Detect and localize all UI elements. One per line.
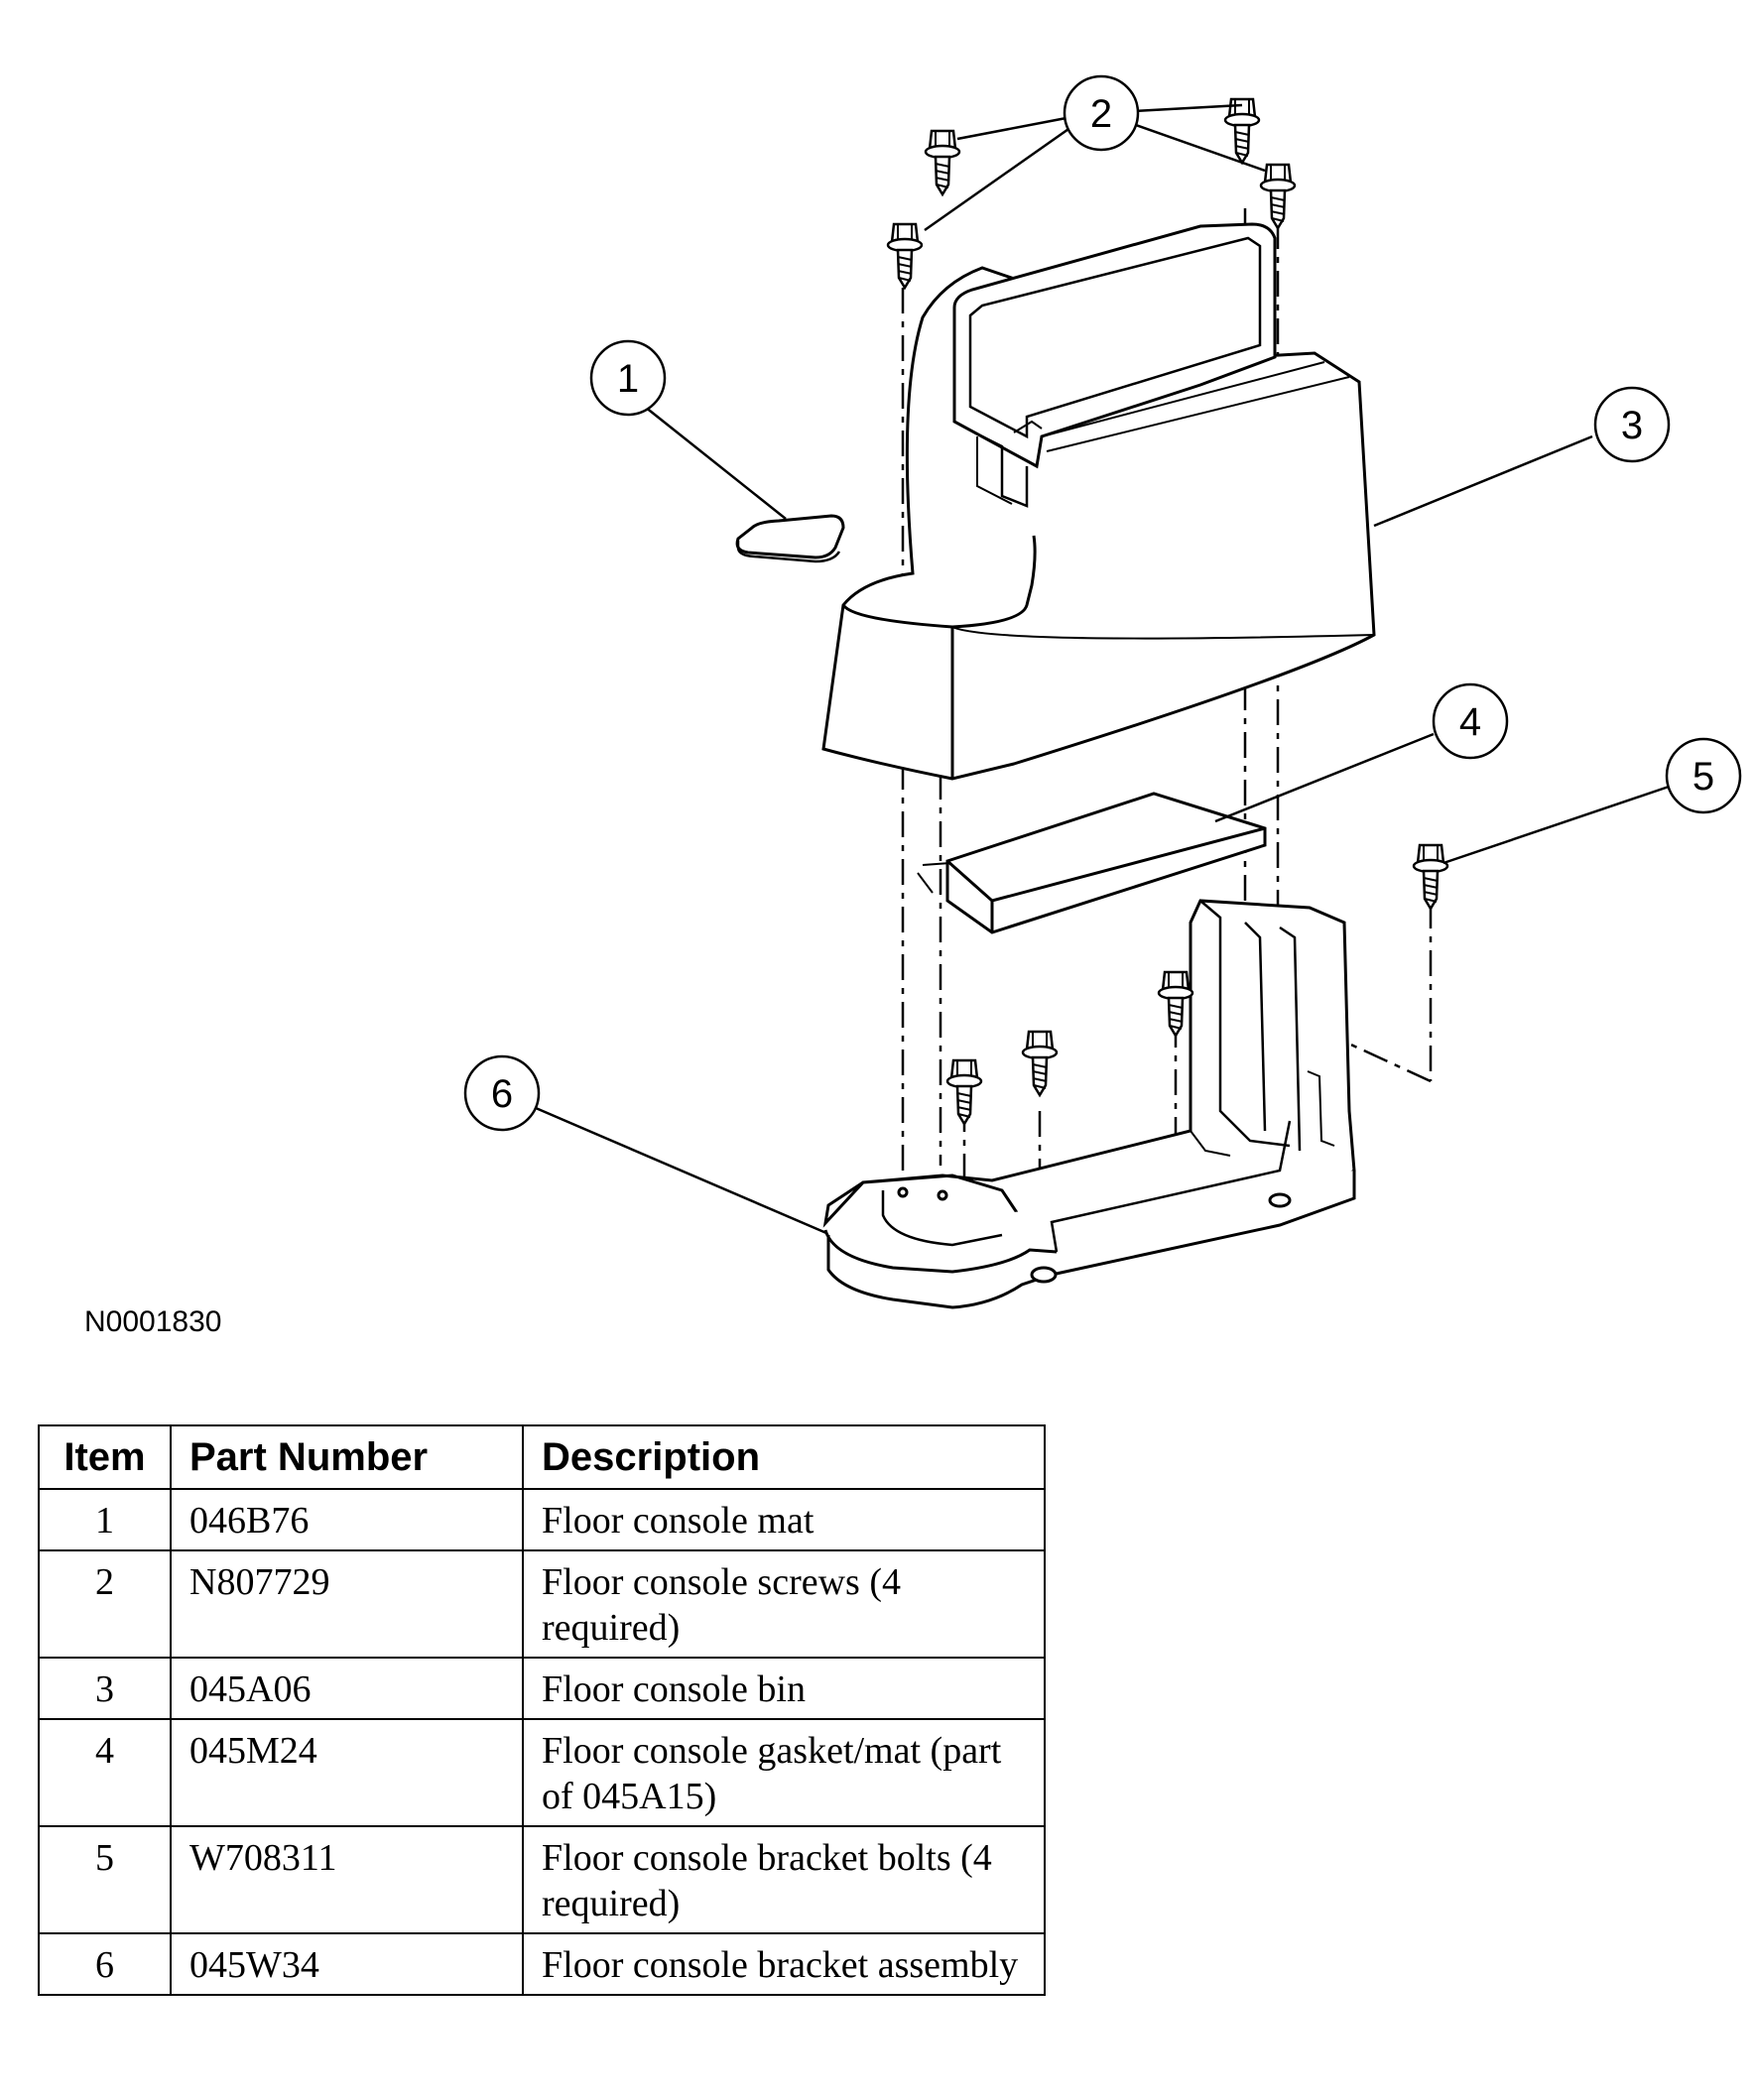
cell-description: Floor console mat: [522, 1488, 1046, 1551]
cell-description: Floor console gasket/mat (part of 045A15…: [522, 1718, 1046, 1827]
leader-lines: [535, 103, 1673, 1235]
cell-description: Floor console bracket assembly: [522, 1932, 1046, 1996]
table-header-row: Item Part Number Description: [38, 1424, 1046, 1490]
cell-part-number: N807729: [170, 1549, 524, 1659]
svg-text:5: 5: [1693, 755, 1714, 799]
console-gasket-part: [917, 792, 1267, 934]
bracket-assembly-part: [822, 899, 1356, 1309]
figure-id: N0001830: [84, 1305, 222, 1338]
callout-2: 2: [1063, 74, 1140, 152]
cell-item: 1: [38, 1488, 172, 1551]
callout-1: 1: [589, 339, 667, 417]
header-description: Description: [522, 1424, 1046, 1490]
console-bin-part: [821, 222, 1376, 781]
cell-item: 6: [38, 1932, 172, 1996]
svg-text:1: 1: [617, 357, 639, 401]
table-row: 1 046B76 Floor console mat: [38, 1488, 1046, 1551]
cell-part-number: 045A06: [170, 1657, 524, 1720]
cell-description: Floor console bin: [522, 1657, 1046, 1720]
table-row: 2 N807729 Floor console screws (4 requir…: [38, 1549, 1046, 1659]
callout-4: 4: [1432, 682, 1509, 760]
cell-part-number: 045W34: [170, 1932, 524, 1996]
cell-item: 3: [38, 1657, 172, 1720]
cell-part-number: 045M24: [170, 1718, 524, 1827]
cell-item: 5: [38, 1825, 172, 1934]
parts-table: Item Part Number Description 1 046B76 Fl…: [38, 1424, 1046, 1996]
cell-description: Floor console screws (4 required): [522, 1549, 1046, 1659]
svg-text:2: 2: [1090, 92, 1112, 136]
cell-item: 2: [38, 1549, 172, 1659]
header-part-number: Part Number: [170, 1424, 524, 1490]
callout-6: 6: [463, 1054, 541, 1132]
table-row: 4 045M24 Floor console gasket/mat (part …: [38, 1718, 1046, 1827]
callout-5: 5: [1665, 737, 1742, 814]
cell-part-number: 046B76: [170, 1488, 524, 1551]
console-mat-part: [735, 514, 845, 563]
table-row: 6 045W34 Floor console bracket assembly: [38, 1932, 1046, 1996]
svg-text:3: 3: [1621, 404, 1643, 447]
table-row: 3 045A06 Floor console bin: [38, 1657, 1046, 1720]
svg-text:4: 4: [1459, 700, 1481, 744]
callout-3: 3: [1593, 386, 1671, 463]
table-row: 5 W708311 Floor console bracket bolts (4…: [38, 1825, 1046, 1934]
cell-item: 4: [38, 1718, 172, 1827]
exploded-parts-diagram: 1 2 3 4 5 6: [463, 74, 1742, 1309]
cell-part-number: W708311: [170, 1825, 524, 1934]
cell-description: Floor console bracket bolts (4 required): [522, 1825, 1046, 1934]
header-item: Item: [38, 1424, 172, 1490]
svg-text:6: 6: [491, 1072, 513, 1116]
